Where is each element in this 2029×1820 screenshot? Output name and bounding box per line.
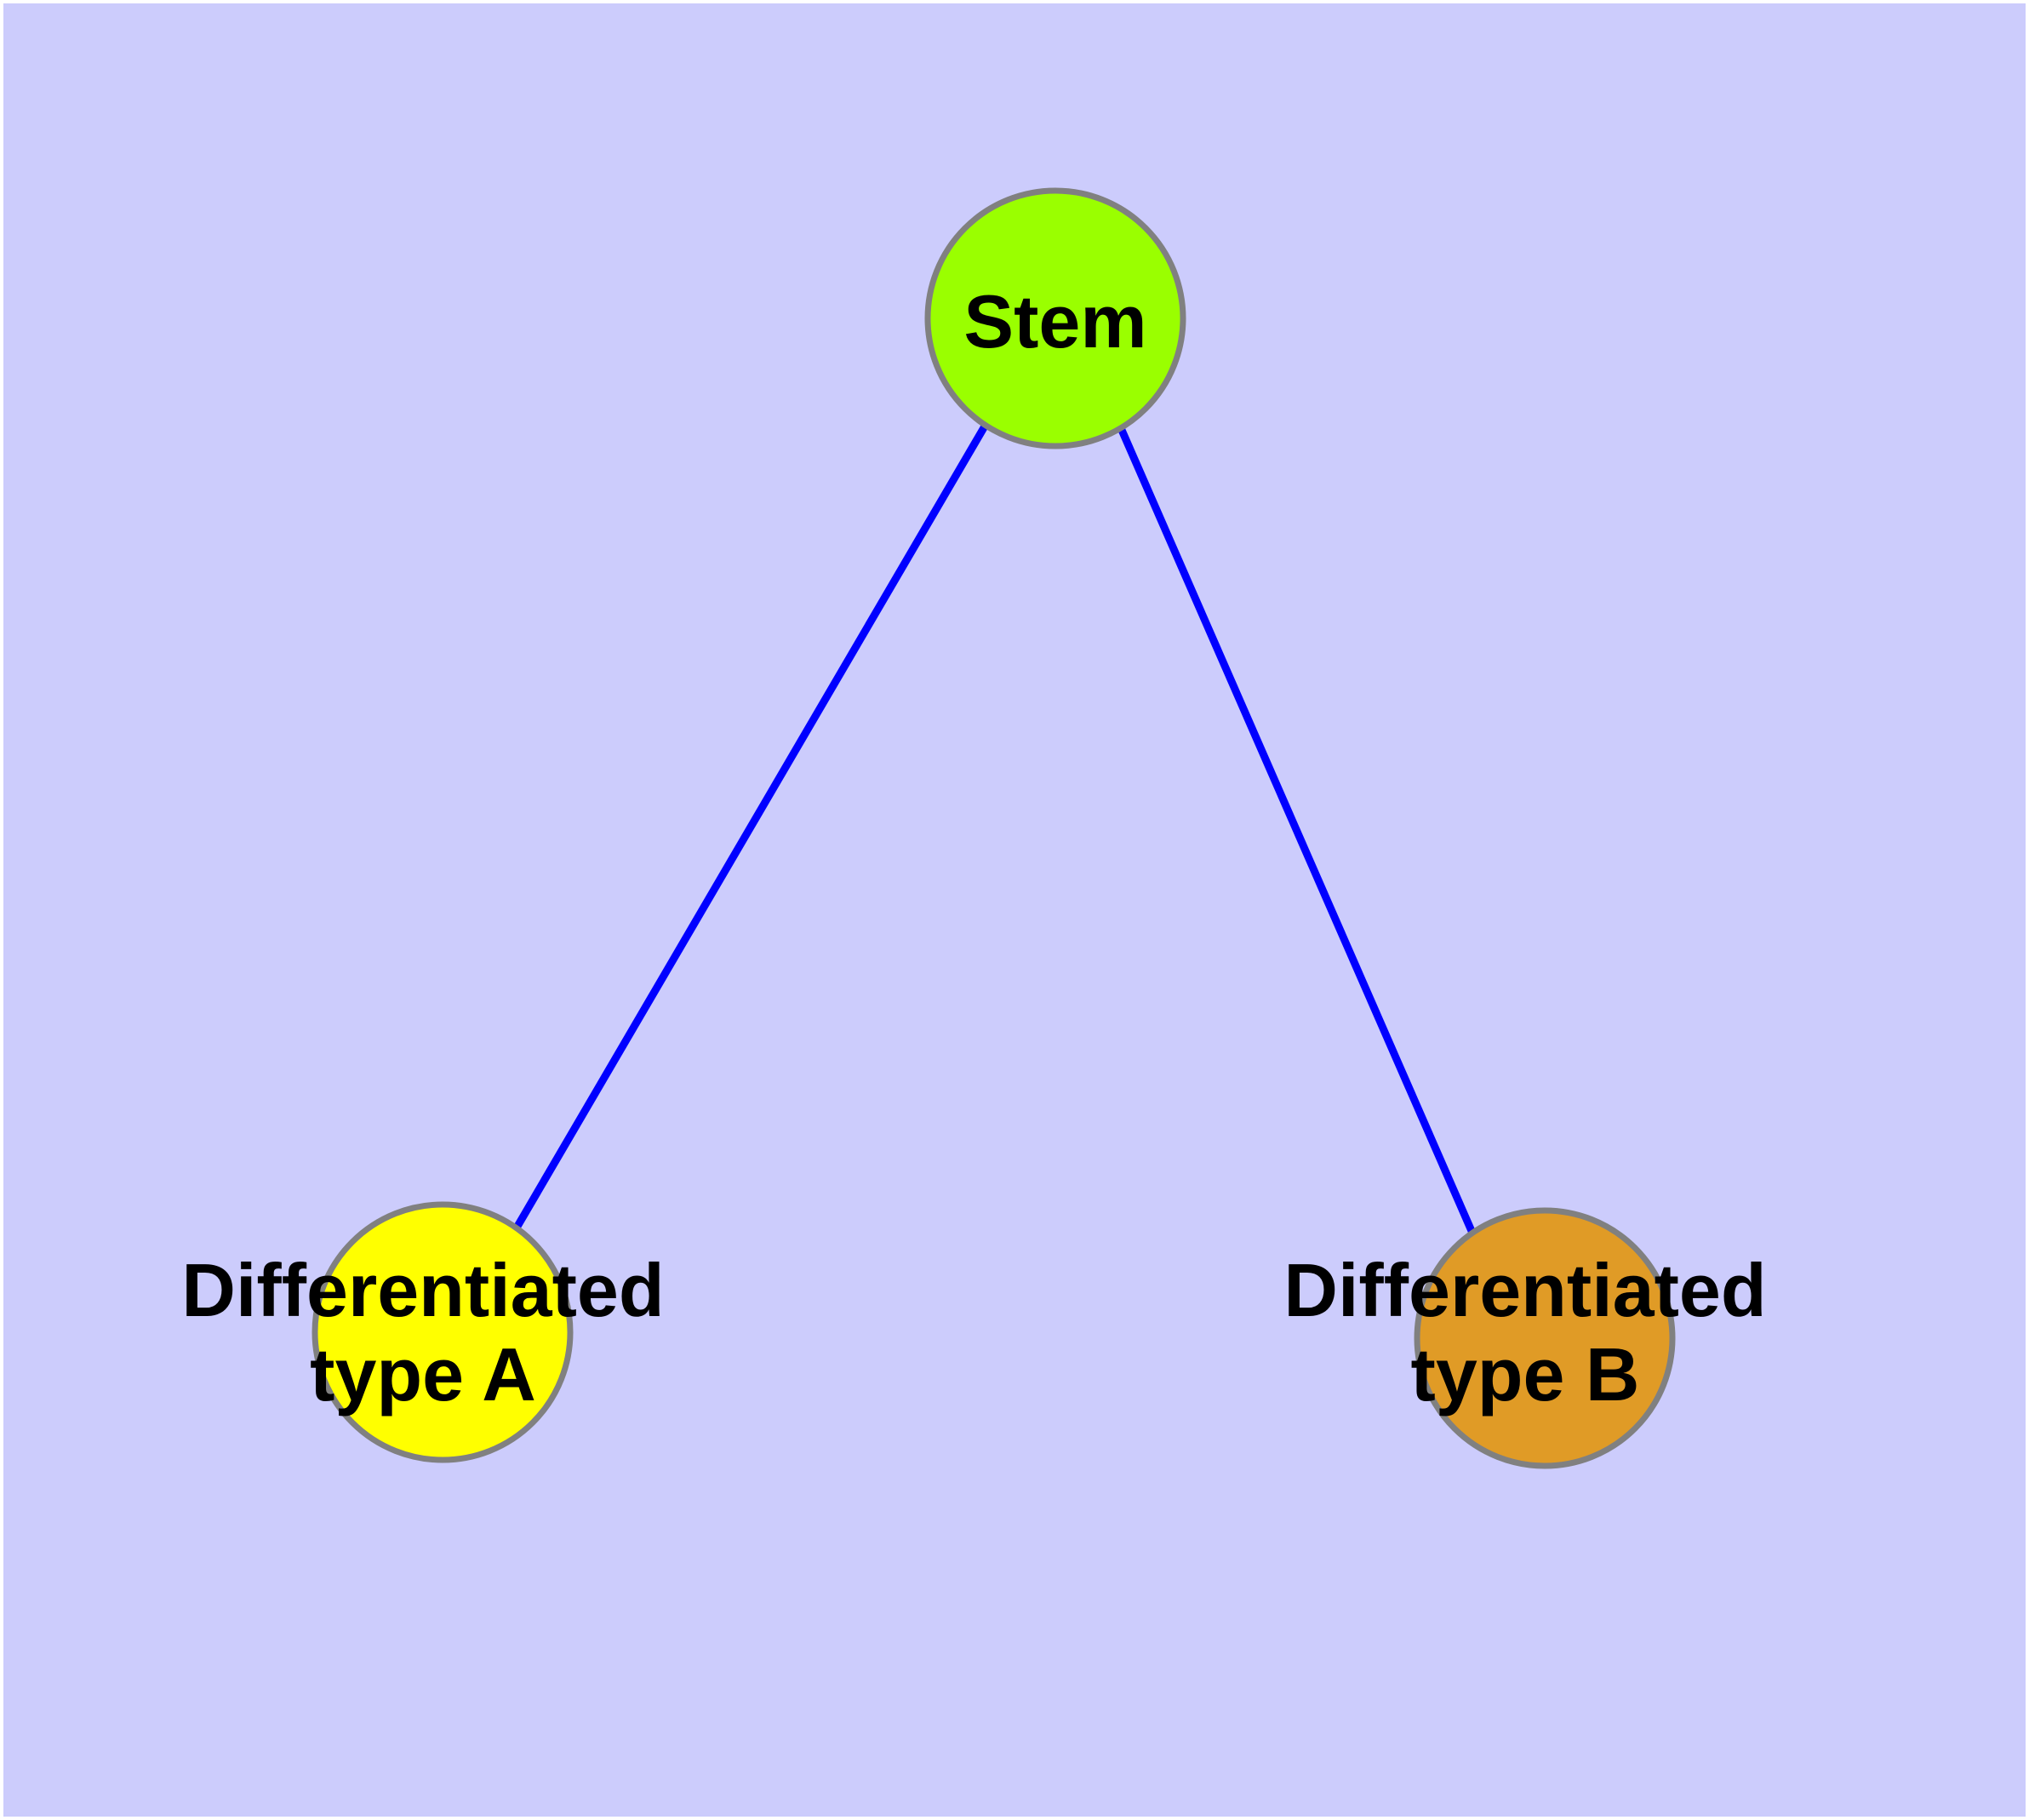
edge-stem-to-diff-a[interactable] bbox=[512, 422, 989, 1232]
edges-layer bbox=[512, 421, 1476, 1233]
nodes-layer bbox=[311, 187, 1676, 1469]
node-diff-b[interactable] bbox=[1414, 1207, 1676, 1469]
node-label-line: Differentiated bbox=[1283, 1248, 1766, 1332]
node-diff-a[interactable] bbox=[311, 1201, 574, 1463]
node-label-line: type A bbox=[310, 1332, 536, 1417]
edge-stem-to-diff-b[interactable] bbox=[1114, 421, 1476, 1233]
node-label-stem: Stem bbox=[963, 279, 1146, 363]
node-stem[interactable] bbox=[924, 187, 1186, 449]
node-label-line: Stem bbox=[963, 279, 1146, 363]
node-label-line: type B bbox=[1411, 1332, 1640, 1417]
node-label-line: Differentiated bbox=[181, 1248, 664, 1332]
